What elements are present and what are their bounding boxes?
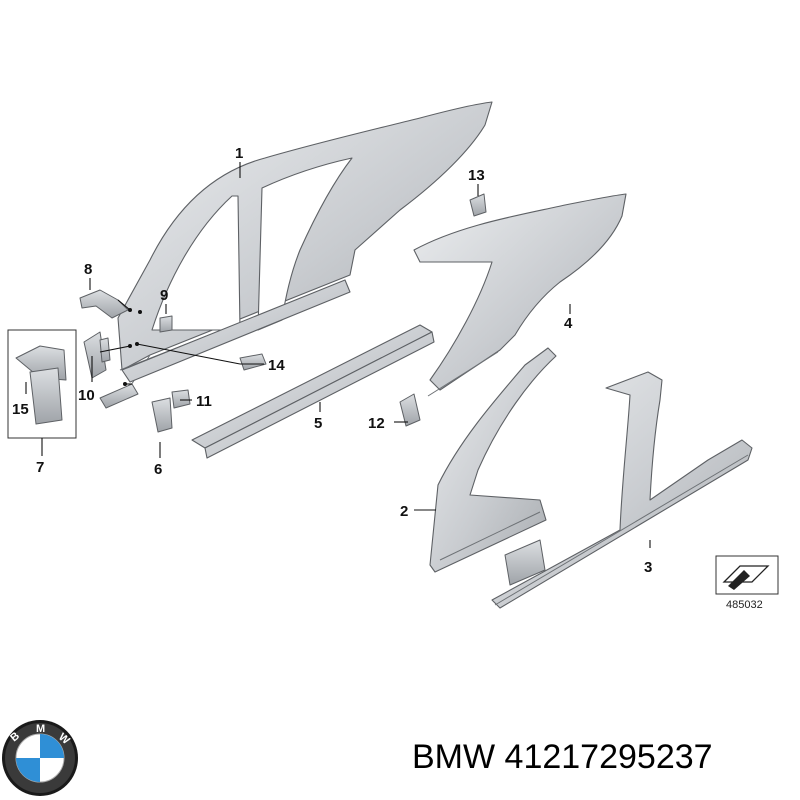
callout-5: 5 [314, 415, 322, 432]
callout-12: 12 [368, 415, 385, 432]
part-2-a-pillar [429, 347, 557, 573]
part-number: 41217295237 [504, 738, 713, 776]
part-7-assembly-box [7, 329, 77, 439]
callout-9: 9 [160, 287, 168, 304]
callout-4: 4 [564, 315, 573, 332]
reinforcement-bracket [99, 383, 139, 409]
brand-name: BMW [412, 738, 496, 776]
callout-11: 11 [196, 393, 212, 410]
part-1-side-frame [117, 101, 493, 391]
callout-3: 3 [644, 559, 652, 576]
callout-14: 14 [268, 357, 285, 374]
callout-1: 1 [235, 145, 243, 162]
bmw-logo: B M W [2, 720, 78, 796]
part-8-bracket [79, 289, 129, 319]
callout-6: 6 [154, 461, 162, 478]
reference-box: 485032 [715, 555, 779, 611]
part-11-bracket [171, 389, 191, 409]
part-12-bracket [399, 393, 421, 427]
part-14-bracket [239, 353, 267, 371]
callout-2: 2 [400, 503, 408, 520]
part-5-sill [191, 324, 435, 459]
part-number-caption: BMW 41217295237 [412, 738, 713, 777]
part-13-bracket [469, 193, 487, 217]
callout-10: 10 [78, 387, 95, 404]
callout-15: 15 [12, 401, 29, 418]
part-10-bracket [83, 331, 111, 379]
leader-lines [25, 162, 651, 548]
callout-7: 7 [36, 459, 44, 476]
part-9-clip [159, 315, 173, 333]
part-3-b-pillar-sill [491, 371, 753, 609]
diagram-ref-number: 485032 [726, 599, 763, 611]
logo-letter-m: M [36, 723, 45, 735]
part-4-rear-quarter [413, 193, 627, 397]
part-6-bracket [151, 397, 173, 433]
callout-8: 8 [84, 261, 92, 278]
callout-13: 13 [468, 167, 485, 184]
